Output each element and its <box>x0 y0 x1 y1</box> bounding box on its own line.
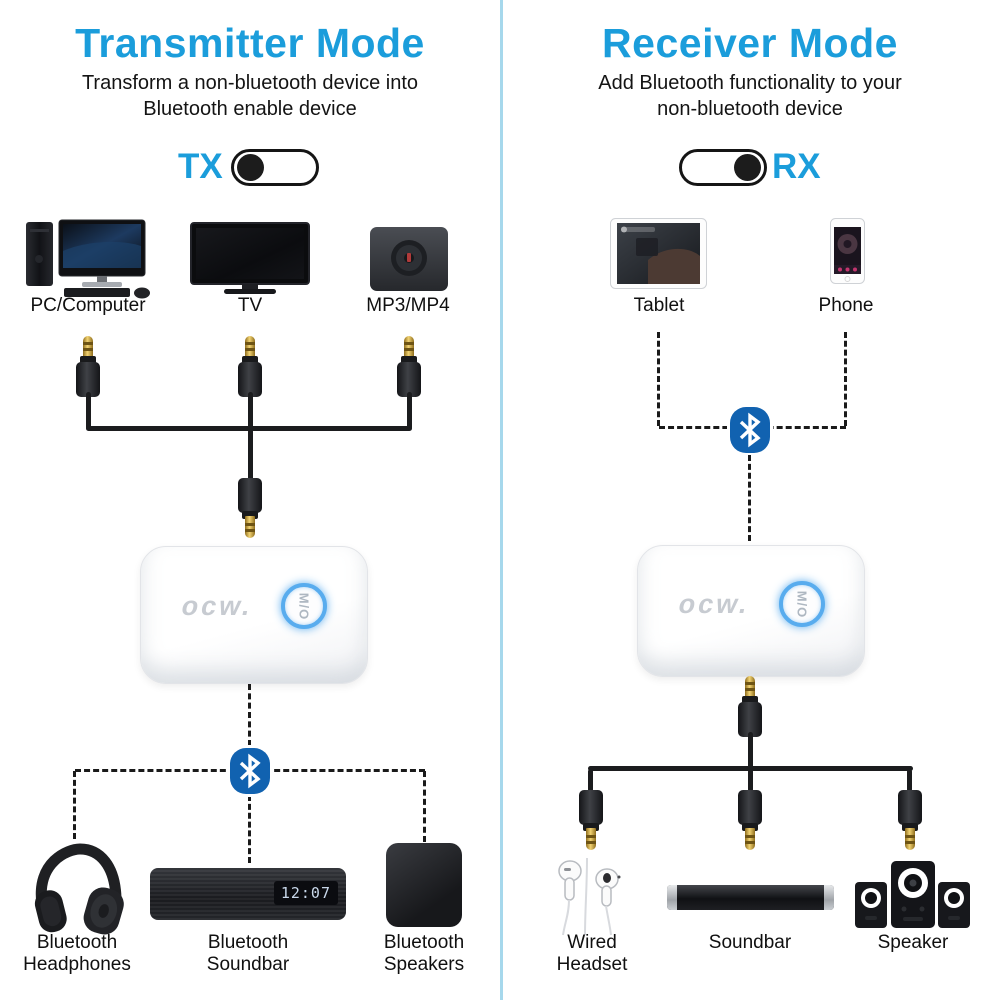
aux-jack-icon <box>76 336 100 397</box>
aux-jack-icon <box>238 336 262 397</box>
device-brand-logo: ocw. <box>178 591 257 621</box>
aux-jack-icon <box>738 790 762 850</box>
soundbar-clock-display: 12:07 <box>273 881 338 905</box>
bluetooth-headphones-label: Bluetooth Headphones <box>23 932 131 975</box>
aux-jack-icon <box>579 790 603 850</box>
tv-label: TV <box>237 295 263 316</box>
audio-cable <box>86 392 91 430</box>
earbuds-icon <box>558 857 621 936</box>
mode-button-label: M/O <box>296 592 312 620</box>
center-divider <box>500 0 503 1000</box>
rx-toggle-knob <box>734 154 761 181</box>
speaker-icon <box>386 843 462 927</box>
aux-jack-icon <box>898 790 922 850</box>
wireless-link <box>73 771 76 839</box>
transmitter-title: Transmitter Mode <box>75 20 425 66</box>
mp3-player-icon <box>370 227 448 291</box>
bluetooth-icon <box>730 407 770 453</box>
tv-icon <box>190 222 310 294</box>
audio-cable <box>407 392 412 430</box>
phone-label: Phone <box>818 295 874 316</box>
pc-computer-label: PC/Computer <box>30 295 146 316</box>
tablet-icon <box>610 218 707 289</box>
audio-cable <box>248 429 253 481</box>
phone-icon <box>830 218 865 284</box>
audio-cable <box>907 769 912 792</box>
wireless-link <box>248 795 251 863</box>
wireless-link <box>423 771 426 842</box>
bluetooth-adapter-device <box>637 545 865 677</box>
wireless-link <box>844 332 847 426</box>
bluetooth-icon <box>230 748 270 794</box>
audio-cable <box>748 732 753 770</box>
tx-toggle-switch[interactable] <box>231 149 319 186</box>
soundbar-icon <box>667 885 834 910</box>
aux-jack-icon <box>238 478 262 538</box>
mode-button-label: M/O <box>794 590 810 618</box>
mode-button[interactable]: M/O <box>779 581 825 627</box>
speaker-label: Speaker <box>877 932 949 953</box>
soundbar-label: Soundbar <box>708 932 792 953</box>
audio-cable <box>248 392 253 430</box>
receiver-title: Receiver Mode <box>602 20 898 66</box>
aux-jack-icon <box>397 336 421 397</box>
speaker-system-icon <box>855 861 970 928</box>
rx-toggle-switch[interactable] <box>679 149 767 186</box>
bluetooth-soundbar-label: Bluetooth Soundbar <box>206 932 290 975</box>
aux-jack-icon <box>738 676 762 737</box>
mode-button[interactable]: M/O <box>281 583 327 629</box>
tx-toggle-knob <box>237 154 264 181</box>
wireless-link <box>248 684 251 746</box>
audio-cable <box>748 769 753 792</box>
soundbar-icon: 12:07 <box>150 868 346 920</box>
device-brand-logo: ocw. <box>675 589 754 619</box>
tx-label: TX <box>178 147 223 186</box>
bluetooth-adapter-device <box>140 546 368 684</box>
tablet-label: Tablet <box>633 295 685 316</box>
rx-label: RX <box>772 147 821 186</box>
audio-cable <box>588 769 593 792</box>
headphones-icon <box>34 843 124 935</box>
wireless-link <box>657 332 660 426</box>
audio-cable <box>588 766 913 771</box>
pc-computer-icon <box>26 219 150 299</box>
receiver-subtitle: Add Bluetooth functionality to your non-… <box>598 72 902 120</box>
mp3-mp4-label: MP3/MP4 <box>366 295 450 316</box>
audio-cable <box>86 426 412 431</box>
transmitter-subtitle: Transform a non-bluetooth device into Bl… <box>81 72 419 120</box>
wired-headset-label: Wired Headset <box>556 932 628 975</box>
wireless-link <box>748 455 751 541</box>
bluetooth-speakers-label: Bluetooth Speakers <box>383 932 465 975</box>
